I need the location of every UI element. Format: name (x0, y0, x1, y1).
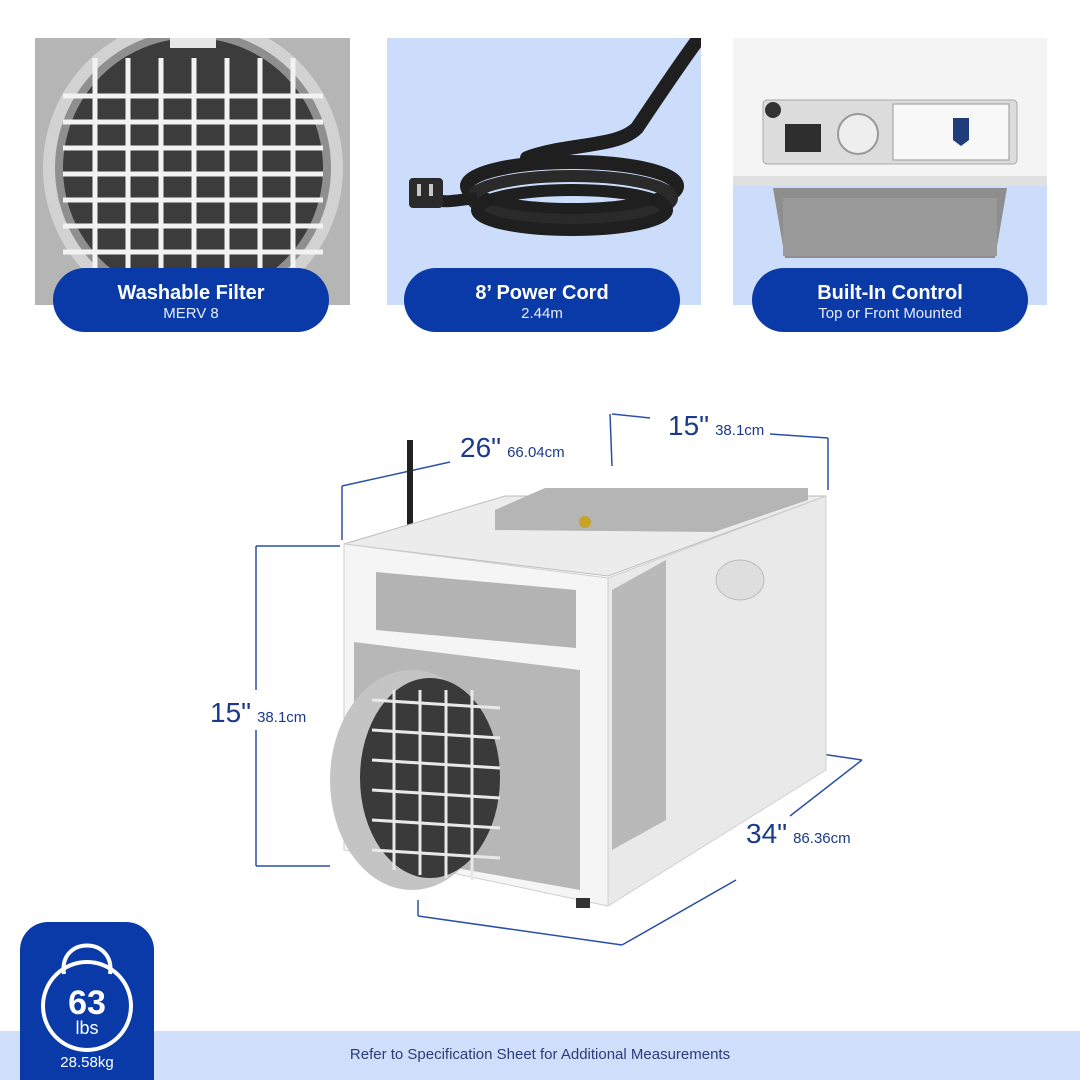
dimension-metric: 86.36cm (793, 830, 851, 847)
feature-pill-washable-filter: Washable Filter MERV 8 (53, 268, 329, 332)
dimension-depth: 26" 66.04cm (460, 432, 565, 464)
feature-pill-built-in-control: Built-In Control Top or Front Mounted (752, 268, 1028, 332)
dimension-inches: 15" (210, 697, 252, 728)
weight-value: 63 (68, 984, 106, 1022)
feature-subtitle: MERV 8 (163, 305, 219, 322)
washable-filter-image (35, 38, 350, 305)
dimension-inches: 26" (460, 432, 502, 463)
dimension-length: 34" 86.36cm (746, 818, 851, 850)
dimension-metric: 38.1cm (715, 422, 765, 439)
feature-title: Washable Filter (117, 282, 265, 304)
weight-badge: 63 lbs 28.58kg (20, 922, 154, 1080)
feature-subtitle: 2.44m (521, 305, 563, 322)
dimension-inches: 34" (746, 818, 788, 849)
control-panel-image (733, 38, 1047, 305)
footer-note: Refer to Specification Sheet for Additio… (349, 1046, 731, 1063)
dimension-height: 15" 38.1cm (210, 697, 306, 729)
footer-bar: Refer to Specification Sheet for Additio… (0, 1031, 1080, 1080)
dimension-width: 15" 38.1cm (668, 410, 764, 442)
dimension-metric: 66.04cm (507, 444, 565, 461)
feature-title: Built-In Control (817, 282, 963, 304)
weight-metric: 28.58kg (60, 1054, 114, 1071)
feature-subtitle: Top or Front Mounted (818, 305, 962, 322)
dimension-metric: 38.1cm (257, 709, 307, 726)
feature-title: 8’ Power Cord (475, 282, 609, 304)
feature-pill-power-cord: 8’ Power Cord 2.44m (404, 268, 680, 332)
weight-unit: lbs (75, 1018, 99, 1038)
kettlebell-icon (41, 943, 133, 1052)
dimension-inches: 15" (668, 410, 710, 441)
power-cord-image (387, 38, 701, 305)
dimension-lines (255, 413, 863, 946)
